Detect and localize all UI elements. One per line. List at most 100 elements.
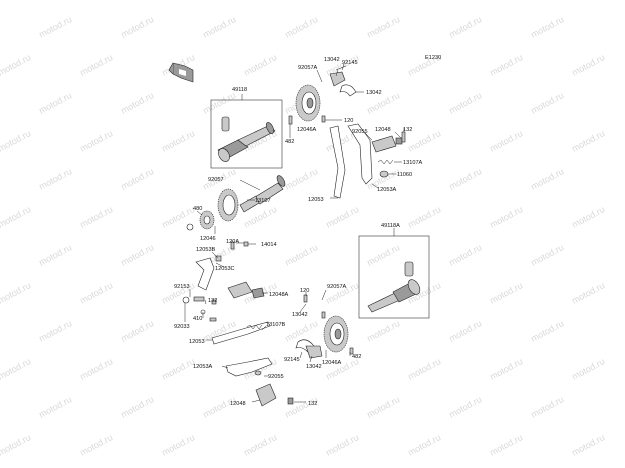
part-label[interactable]: 12053B [196,247,216,253]
part-labels: 92057A 13042 92145 13042 49118 12046A 12… [174,57,423,407]
part-label[interactable]: 49118A [381,223,400,229]
watermark-text: motod.ru [529,394,565,420]
part-label[interactable]: 92033 [174,324,190,330]
watermark-text: motod.ru [201,14,237,40]
watermark-text: motod.ru [0,204,32,230]
part-label[interactable]: 92145 [284,357,300,363]
watermark-text: motod.ru [160,356,196,382]
watermark-text: motod.ru [37,166,73,192]
part-label[interactable]: 13042 [324,57,340,63]
watermark-text: motod.ru [78,128,114,154]
watermark-text: motod.ru [78,432,114,458]
watermark-text: motod.ru [406,0,442,2]
part-label[interactable]: 12053 [189,339,205,345]
watermark-text: motod.ru [119,318,155,344]
part-label[interactable]: 120 [300,288,309,294]
part-label[interactable]: 13107 [255,198,271,204]
sprocket-bolts-upper [288,115,326,125]
watermark-text: motod.ru [78,204,114,230]
watermark-text: motod.ru [570,204,606,230]
decompressor-lower [295,339,323,359]
part-label[interactable]: 92057A [298,65,318,71]
watermark-text: motod.ru [365,14,401,40]
part-label[interactable]: 132 [403,127,412,133]
part-label[interactable]: 92145 [342,60,358,66]
watermark-text: motod.ru [201,394,237,420]
part-label[interactable]: 12046A [297,127,317,133]
watermark-text: motod.ru [283,14,319,40]
part-label[interactable]: 480 [193,206,202,212]
watermark-text: motod.ru [0,432,32,458]
watermark-text: motod.ru [447,14,483,40]
chain-guide-upper [329,125,346,199]
part-label[interactable]: 12046 [200,236,216,242]
part-label[interactable]: 12053C [215,266,235,272]
watermark-text: motod.ru [529,242,565,268]
cam-sprocket-lower [323,315,349,353]
part-label[interactable]: 13042 [366,90,382,96]
part-label[interactable]: 482 [285,139,294,145]
watermark-text: motod.ru [0,280,32,306]
watermark-text: motod.ru [119,14,155,40]
watermark-text: motod.ru [447,394,483,420]
watermark-text: motod.ru [488,0,524,2]
watermark-text: motod.ru [324,204,360,230]
part-label[interactable]: 13042 [306,364,322,370]
watermark-text: motod.ru [78,0,114,2]
watermark-text: motod.ru [406,432,442,458]
part-label[interactable]: 482 [352,354,361,360]
part-label[interactable]: 13107A [403,160,423,166]
part-label[interactable]: 12046A [322,360,342,366]
watermark-text: motod.ru [0,52,32,78]
part-label[interactable]: 120A [226,239,239,245]
camshaft-middle [239,175,286,213]
part-label[interactable]: 13042 [292,312,308,318]
camshaft-lower [367,261,421,313]
watermark-text: motod.ru [570,356,606,382]
watermark-text: motod.ru [488,432,524,458]
part-label[interactable]: 12048A [269,292,289,298]
part-label[interactable]: 92153 [174,284,190,290]
part-label[interactable]: 12048 [230,401,246,407]
part-label[interactable]: 12048 [375,127,391,133]
watermark-text: motod.ru [119,166,155,192]
part-label[interactable]: 14014 [261,242,277,248]
tensioner-spring-upper [377,159,394,178]
watermark-text: motod.ru [447,90,483,116]
part-label[interactable]: 120 [344,118,353,124]
part-label[interactable]: 12053 [308,197,324,203]
part-label[interactable]: 13107B [266,322,286,328]
watermark-text: motod.ru [201,90,237,116]
chain-tensioner-guide-lower [225,357,273,377]
chain-guide-lower [211,321,271,345]
watermark-text: motod.ru [447,166,483,192]
watermark-text: motod.ru [283,166,319,192]
watermark-text: motod.ru [0,356,32,382]
diagram-code: E1230 [425,55,441,61]
part-label[interactable]: 92055 [352,129,368,135]
part-label[interactable]: 92057 [208,177,224,183]
leader-lines [184,63,405,403]
part-label[interactable]: 12053A [377,187,397,193]
camshaft-kit-box-upper [210,99,283,169]
watermark-text: motod.ru [529,14,565,40]
part-label[interactable]: 92055 [268,374,284,380]
part-label[interactable]: 132 [208,298,217,304]
watermark-text: motod.ru [0,0,32,2]
watermark-text: motod.ru [488,280,524,306]
part-label[interactable]: 92057A [327,284,347,290]
chain-tensioner-guide-upper [347,123,373,185]
watermark-text: motod.ru [570,128,606,154]
part-label[interactable]: 12053A [193,364,213,370]
chain-tensioner-lower [227,281,265,299]
part-label[interactable]: 410 [193,316,202,322]
part-label[interactable]: 49118 [232,87,247,93]
watermark-text: motod.ru [160,128,196,154]
part-label[interactable]: 11060 [397,172,412,178]
watermark-text: motod.ru [78,356,114,382]
watermark-text: motod.ru [242,432,278,458]
part-label[interactable]: 132 [308,401,317,407]
watermark-text: motod.ru [406,356,442,382]
watermark-text: motod.ru [37,394,73,420]
watermark-text: motod.ru [406,204,442,230]
